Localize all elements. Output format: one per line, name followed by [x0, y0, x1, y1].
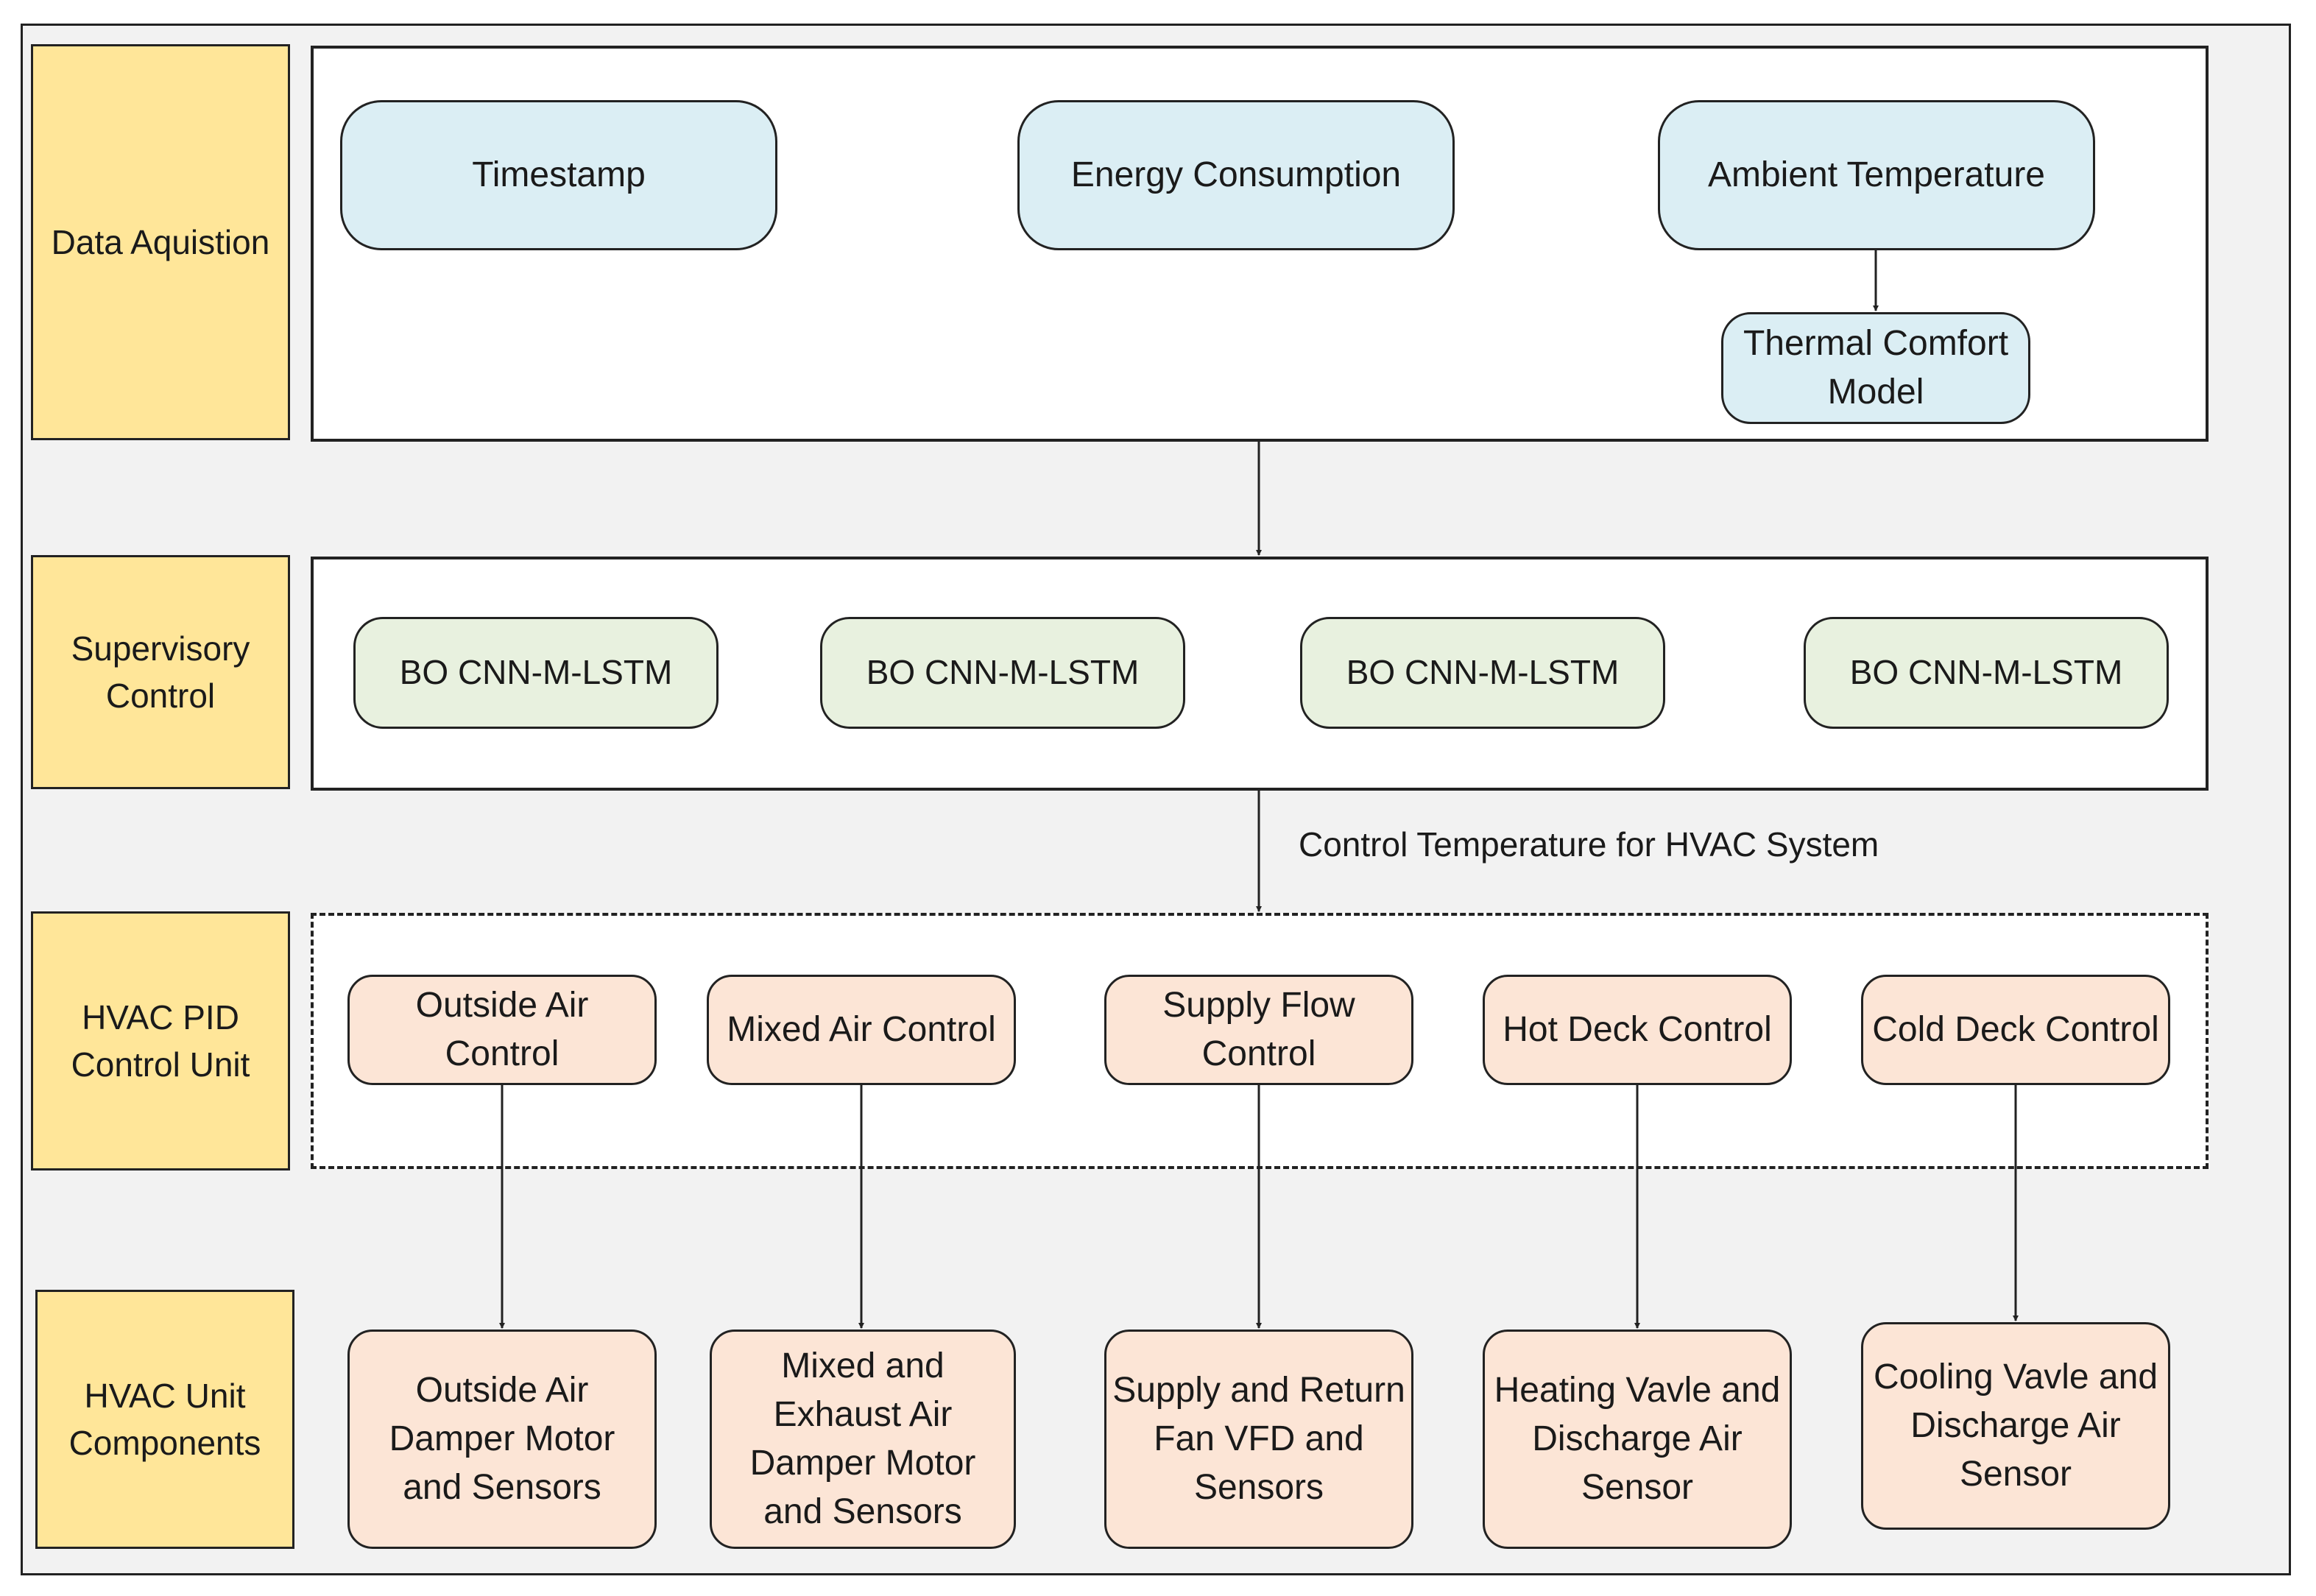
supply-return-fan-node: Supply and Return Fan VFD and Sensors: [1104, 1330, 1413, 1549]
bo-cnn-m-lstm-node: BO CNN-M-LSTM: [1300, 617, 1665, 729]
outside-air-damper-node: Outside Air Damper Motor and Sensors: [347, 1330, 657, 1549]
row-label-hvac-pid-control-unit: HVAC PID Control Unit: [31, 911, 290, 1170]
heating-valve-node: Heating Vavle and Discharge Air Sensor: [1483, 1330, 1792, 1549]
thermal-comfort-model-node: Thermal Comfort Model: [1721, 312, 2030, 424]
control-temperature-label: Control Temperature for HVAC System: [1299, 825, 1879, 864]
energy-consumption-node: Energy Consumption: [1017, 100, 1455, 250]
row-label-data-acquisition: Data Aquistion: [31, 44, 290, 440]
cooling-valve-node: Cooling Vavle and Discharge Air Sensor: [1861, 1322, 2170, 1530]
outside-air-control-node: Outside Air Control: [347, 975, 657, 1085]
hot-deck-control-node: Hot Deck Control: [1483, 975, 1792, 1085]
bo-cnn-m-lstm-node: BO CNN-M-LSTM: [353, 617, 719, 729]
row-label-hvac-unit-components: HVAC Unit Components: [35, 1290, 294, 1549]
mixed-exhaust-air-damper-node: Mixed and Exhaust Air Damper Motor and S…: [710, 1330, 1016, 1549]
timestamp-node: Timestamp: [340, 100, 777, 250]
row-label-supervisory-control: Supervisory Control: [31, 555, 290, 789]
ambient-temperature-node: Ambient Temperature: [1658, 100, 2095, 250]
bo-cnn-m-lstm-node: BO CNN-M-LSTM: [820, 617, 1185, 729]
mixed-air-control-node: Mixed Air Control: [707, 975, 1016, 1085]
bo-cnn-m-lstm-node: BO CNN-M-LSTM: [1804, 617, 2169, 729]
supply-flow-control-node: Supply Flow Control: [1104, 975, 1413, 1085]
cold-deck-control-node: Cold Deck Control: [1861, 975, 2170, 1085]
